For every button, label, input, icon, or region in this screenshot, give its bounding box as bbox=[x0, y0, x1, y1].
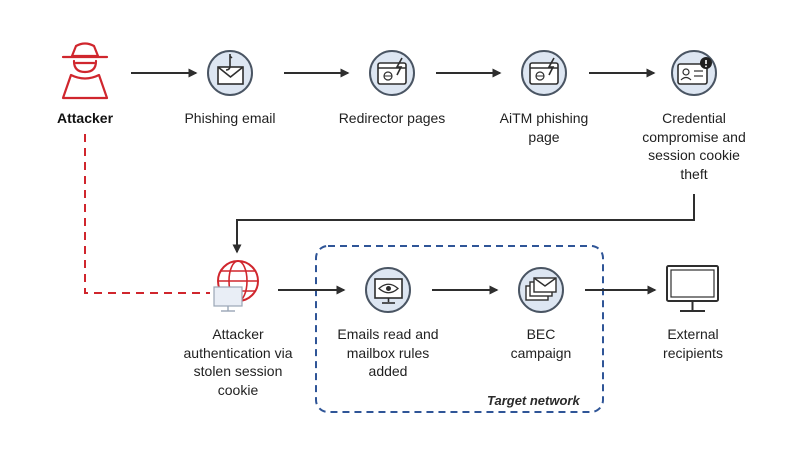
browser-redirect-icon bbox=[369, 50, 415, 96]
attacker-label: Attacker bbox=[56, 110, 114, 126]
hooded-hacker-icon bbox=[61, 42, 109, 100]
browser-lightning-icon bbox=[521, 50, 567, 96]
emails-read-label: Emails read and mailbox rules added bbox=[337, 326, 439, 379]
target-network-box bbox=[315, 245, 604, 413]
stacked-envelopes-icon bbox=[518, 267, 564, 313]
aitm-page-label: AiTM phishing page bbox=[499, 110, 589, 145]
arrow-credential-to-auth bbox=[232, 194, 695, 254]
credential-theft-label: Credential compromise and session cookie… bbox=[642, 110, 746, 182]
id-card-alert-icon bbox=[671, 50, 717, 96]
phishing-email-label: Phishing email bbox=[184, 110, 276, 126]
redirector-pages-label: Redirector pages bbox=[338, 110, 446, 126]
target-network-label: Target network bbox=[484, 393, 583, 408]
attacker-auth-label: Attacker authentication via stolen sessi… bbox=[183, 326, 293, 398]
globe-monitor-icon bbox=[213, 260, 259, 312]
monitor-eye-icon bbox=[365, 267, 411, 313]
external-recipients-label: External recipients bbox=[663, 326, 723, 361]
desktop-monitor-icon bbox=[666, 265, 719, 312]
envelope-hook-icon bbox=[207, 50, 253, 96]
attacker-auth-dashed-line bbox=[84, 134, 210, 294]
bec-campaign-label: BEC campaign bbox=[510, 326, 572, 361]
